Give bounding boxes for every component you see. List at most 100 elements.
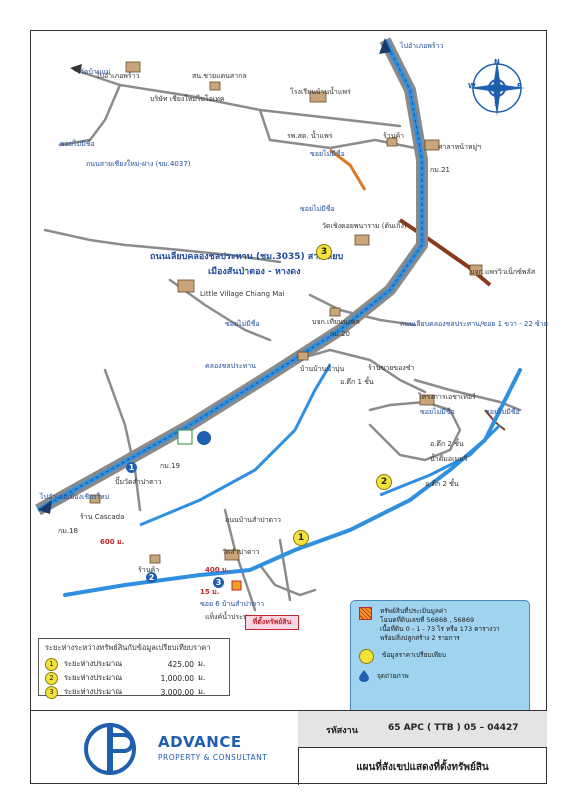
legend-property-swatch <box>359 607 372 620</box>
compass-e: E <box>517 82 522 90</box>
label-apt: โครงการเอชาเทอร์ <box>418 393 476 401</box>
building-nampun <box>297 351 309 361</box>
distance-row-value: 3,000.00 <box>160 687 194 697</box>
label-irrigation: คลองชลประทาน <box>205 362 256 370</box>
building-mosque <box>424 139 440 151</box>
map-legend: ทรัพย์สินที่ประเมินมูลค่า โฉนดที่ดินเลขท… <box>350 600 530 716</box>
label-little-village: Little Village Chiang Mai <box>200 290 285 298</box>
distance-row-number: 3 <box>45 685 58 699</box>
label-building-1: อ.ตึก 1 ชั้น <box>340 378 374 386</box>
job-code-label: รหัสงาน <box>326 726 358 736</box>
legend-photo-label: จุดถ่ายภาพ <box>377 672 409 680</box>
legend-property-line-4: พร้อมสิ่งปลูกสร้าง 2 รายการ <box>380 634 460 642</box>
label-pump-kasem: ปั๊มวัดสำปาตาว <box>115 478 162 486</box>
label-lane-3: ซอยไม่มีชื่อ <box>60 140 95 148</box>
label-hwy-3035-a: ถนนเลียบคลองชลประทาน (ชม.3035) สายเลียบ <box>150 252 344 262</box>
distance-row-unit: ม. <box>198 659 206 668</box>
canal-main-edge <box>37 39 423 511</box>
label-hwy-4037: ถนนสายเชียงใหม่-ฝาง (ขม.4037) <box>86 160 191 168</box>
comparison-marker-3[interactable]: 3 <box>316 244 332 260</box>
label-15m: 15 ม. <box>200 588 220 596</box>
arrow-south-west <box>38 500 52 514</box>
compass-n: N <box>494 58 500 66</box>
label-lane-4: ซอยไม่มีชื่อ <box>225 320 260 328</box>
building-sanit <box>209 81 221 91</box>
comparison-marker-1[interactable]: 1 <box>293 530 309 546</box>
comparison-marker-2[interactable]: 2 <box>376 474 392 490</box>
brand-subtitle: PROPERTY & CONSULTANT <box>158 753 268 762</box>
building-factory <box>469 264 483 276</box>
distance-row-label: ระยะห่างประมาณ <box>64 687 123 696</box>
distance-row: 3 ระยะห่างประมาณ 3,000.00 ม. <box>45 685 223 699</box>
label-house-2: อ.ตึก 2 ชั้น <box>430 440 464 448</box>
distance-row-value: 425.00 <box>167 659 194 669</box>
east-canal <box>379 423 502 497</box>
building-apt <box>419 394 435 406</box>
label-hwy-3035-b: เมืองสันป่าตอง - หางดง <box>208 267 301 277</box>
label-canal-road: ถนนเลียบคลองชลประทาน/ซอย 1 ขวา - 22 ซ้าย <box>400 320 548 328</box>
irrigation-canal <box>139 364 332 527</box>
label-km18: กม.18 <box>58 527 78 535</box>
distance-row-number: 1 <box>45 657 58 671</box>
map-title-row: แผนที่สังเขปแสดงที่ตั้งทรัพย์สิน <box>298 747 547 785</box>
road-east-loop <box>368 400 462 462</box>
label-lane-6: ซอยไม่มีชื่อ <box>485 408 520 416</box>
label-lane-5: ซอยไม่มีชื่อ <box>420 408 455 416</box>
distance-row-value: 1,000.00 <box>160 673 194 683</box>
distance-table-title: ระยะห่างระหว่างทรัพย์สินกับข้อมูลเปรียบเ… <box>45 643 211 652</box>
building-wat-mae <box>125 61 141 73</box>
label-hospital: รพ.สต. น้ำแพร่ <box>287 132 333 140</box>
brown-road <box>398 218 492 287</box>
label-shop-top: ร้านค้า <box>383 132 405 140</box>
label-km21: กม.21 <box>430 166 450 174</box>
label-water-tank: แท็งค์น้ำประปา <box>205 613 252 621</box>
building-shop-top <box>386 137 398 147</box>
property-location-label: ที่ตั้งทรัพย์สิน <box>245 615 299 630</box>
legend-comparison-swatch <box>359 649 374 664</box>
compass-rose <box>469 60 525 116</box>
label-nampun: บ้านบ้านน้ำบุ่น <box>300 365 345 373</box>
building-school <box>309 91 327 103</box>
compass-s: S <box>494 100 500 108</box>
label-400m: 400 ม. <box>205 566 230 574</box>
photo-point-3[interactable]: 3 <box>213 577 224 588</box>
photo-point-2[interactable]: 2 <box>146 572 157 583</box>
label-km19: กม.19 <box>160 462 180 470</box>
label-school: โรงเรียนบ้านน้ำแพร่ <box>290 88 351 96</box>
footer: ADVANCE PROPERTY & CONSULTANT รหัสงาน 65… <box>30 710 547 785</box>
arrow-northwest <box>70 64 82 74</box>
company-logo-icon <box>84 723 136 775</box>
label-house-2b: อ.ตึก 2 ชั้น <box>425 480 459 488</box>
legend-property-line-1: ทรัพย์สินที่ประเมินมูลค่า <box>380 607 447 615</box>
road-grid-2 <box>278 538 292 602</box>
logo-area: ADVANCE PROPERTY & CONSULTANT <box>30 711 299 785</box>
legend-comparison: ข้อมูลราคาเปรียบเทียบ <box>359 649 521 664</box>
distance-table: ระยะห่างระหว่างทรัพย์สินกับข้อมูลเปรียบเ… <box>38 638 230 699</box>
label-cascada: ร้าน Cascada <box>80 513 125 521</box>
compass-w: W <box>468 82 476 90</box>
label-factory: บจก.แพร่วิวเน็กซ์พลัส <box>470 268 536 276</box>
label-lane-2: ซอยไม่มีชื่อ <box>300 205 335 213</box>
distance-row-unit: ม. <box>198 673 206 682</box>
legend-property-line-3: เนื้อที่ดิน 0 - 1 - 73 ไร่ หรือ 173 ตารา… <box>380 625 500 633</box>
label-road-north: วัดบ้านแม่ <box>80 68 111 76</box>
arrow-north <box>379 38 391 54</box>
building-wat-sampatao <box>224 549 240 561</box>
legend-comparison-label: ข้อมูลราคาเปรียบเทียบ <box>382 651 446 659</box>
building-wat-ton <box>354 234 370 246</box>
label-company: บริษัท เชียงใหม่ไบโอเทค <box>150 95 225 103</box>
label-wat-ton: วัดเชิงดอยพนาราม (ต้นเกิ้ง) <box>322 222 407 230</box>
label-bmk: บจก.เทียนมงคล <box>312 318 360 326</box>
distance-row: 2 ระยะห่างประมาณ 1,000.00 ม. <box>45 671 223 685</box>
label-soi6: ซอย 6 บ้านสำปาตาว <box>200 600 265 608</box>
road-wat-south <box>223 508 257 612</box>
label-water: น้ำดื่มอเมหรี <box>430 455 468 463</box>
road-bottom-west <box>103 368 142 512</box>
photo-point-1[interactable]: 1 <box>126 462 137 473</box>
label-mosque: ศาลาหน้าหมู่ฯ <box>438 143 482 151</box>
label-to-phrao: ไปอำเภอพร้าว <box>400 42 444 50</box>
label-lane-1: ซอยไม่มีชื่อ <box>310 150 345 158</box>
distance-row-unit: ม. <box>198 687 206 696</box>
label-km20: กม.20 <box>330 330 350 338</box>
legend-photo: จุดถ่ายภาพ <box>359 670 521 682</box>
